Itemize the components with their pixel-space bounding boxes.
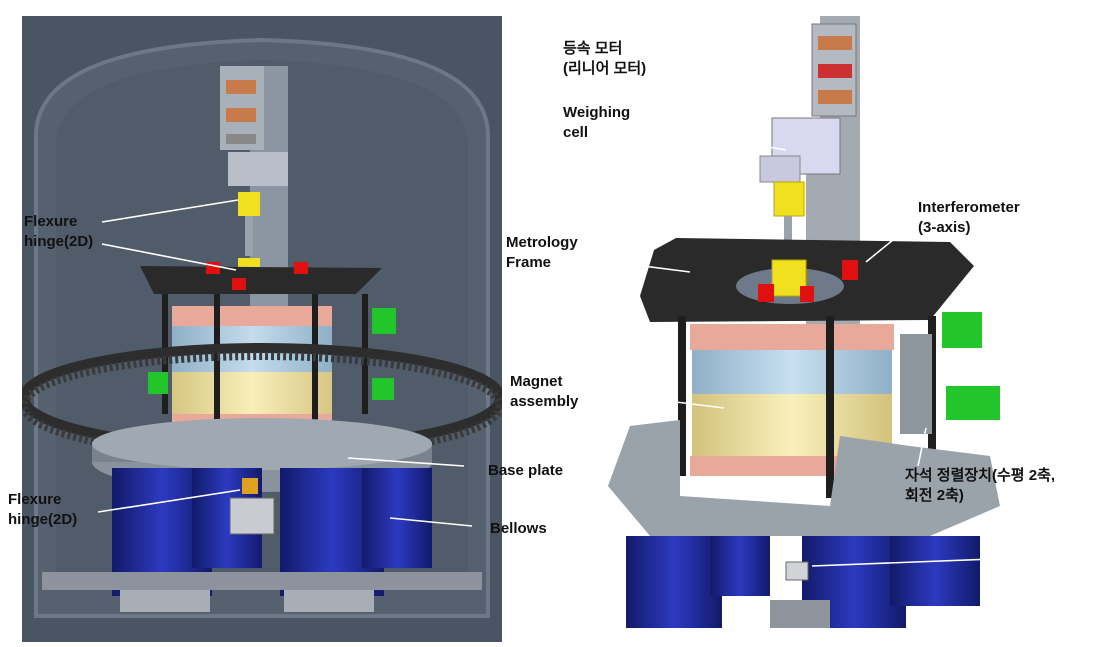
label-line: Base plate <box>488 462 564 479</box>
base-plate <box>608 420 1000 536</box>
left-cutaway-render <box>22 16 502 642</box>
label-motor: 등속 모터 (리니어 모터) <box>563 39 646 79</box>
chamber-render <box>22 37 502 618</box>
label-line: Metrology <box>506 234 578 251</box>
label-line: (리니어 모터) <box>563 60 647 77</box>
label-line: 등속 모터 <box>563 40 623 57</box>
label-line: assembly <box>510 393 579 410</box>
alignment-stage <box>942 312 982 348</box>
label-flexure-hinge-lower: Flexure hinge(2D) <box>8 490 77 530</box>
interferometer <box>842 260 858 280</box>
label-line: Flexure <box>8 491 62 508</box>
label-magnet-alignment: 자석 정렬장치(수평 2축, 회전 2축) <box>905 466 1055 506</box>
label-line: Interferometer <box>918 199 1020 216</box>
bellows <box>626 536 722 628</box>
magnet-assembly <box>692 350 892 394</box>
label-line: hinge(2D) <box>8 511 78 528</box>
label-line: 회전 2축) <box>905 487 964 504</box>
weighing-cell <box>228 152 288 186</box>
flexure-hinge-upper <box>238 192 260 216</box>
label-bellows: Bellows <box>490 519 547 539</box>
flexure-hinge <box>773 181 805 217</box>
base-plate <box>92 418 432 470</box>
flexure-hinge-lower-mount <box>229 497 275 535</box>
label-line: (3-axis) <box>918 219 971 236</box>
label-line: Flexure <box>24 213 78 230</box>
label-interferometer: Interferometer (3-axis) <box>918 198 1020 238</box>
metrology-frame <box>140 266 382 294</box>
label-flexure-hinge-upper: Flexure hinge(2D) <box>24 212 93 252</box>
label-line: Magnet <box>510 373 563 390</box>
closeup-render <box>608 16 1000 628</box>
label-weighing-cell: Weighing cell <box>563 103 630 143</box>
label-line: Weighing <box>563 104 631 121</box>
label-magnet-assembly: Magnet assembly <box>510 372 578 412</box>
label-line: Frame <box>506 254 552 271</box>
label-base-plate: Base plate <box>488 461 563 481</box>
label-line: hinge(2D) <box>24 233 94 250</box>
right-closeup-render <box>590 16 1024 628</box>
label-line: 자석 정렬장치(수평 2축, <box>905 467 1056 484</box>
label-metrology-frame: Metrology Frame <box>506 233 578 273</box>
label-line: cell <box>563 124 589 141</box>
label-line: Bellows <box>490 520 547 537</box>
